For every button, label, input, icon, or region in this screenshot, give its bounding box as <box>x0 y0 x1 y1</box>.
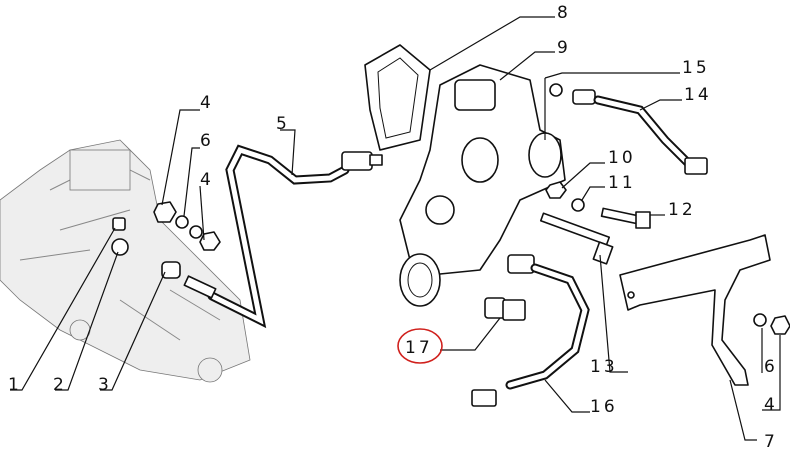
callout-14: 14 <box>684 85 712 105</box>
part-7-bracket <box>619 234 790 386</box>
part-3-fitting <box>161 261 181 279</box>
callout-17: 17 <box>405 338 433 358</box>
callout-labels: 8 9 15 14 4 5 6 4 10 11 12 13 17 16 7 6 … <box>8 3 778 449</box>
callout-4-middle: 4 <box>200 170 214 190</box>
part-13-stud <box>539 212 614 265</box>
callout-10: 10 <box>608 148 636 168</box>
parts-10-11-12 <box>545 181 651 229</box>
callout-2: 2 <box>53 375 67 395</box>
part-2-cap <box>111 238 129 256</box>
callout-15: 15 <box>682 58 710 78</box>
callout-4-right: 4 <box>764 395 778 415</box>
callout-1: 1 <box>8 375 22 395</box>
callout-8: 8 <box>557 3 571 23</box>
highlight-circle <box>397 328 443 364</box>
callout-5: 5 <box>276 114 290 134</box>
washers-nuts-left <box>153 201 221 251</box>
callout-6-left: 6 <box>200 131 214 151</box>
callout-4-upper: 4 <box>200 93 214 113</box>
part-17-sensor <box>484 297 526 321</box>
callout-12: 12 <box>668 200 696 220</box>
callout-11: 11 <box>608 173 636 193</box>
callout-13: 13 <box>590 357 618 377</box>
part-9-thermostat-housing <box>399 64 566 307</box>
part-5-hose <box>183 144 383 329</box>
part-14-sensor-lead <box>549 83 708 175</box>
callout-3: 3 <box>98 375 112 395</box>
leader-lines <box>10 16 781 441</box>
callout-6-right: 6 <box>764 357 778 377</box>
callout-7: 7 <box>764 432 778 449</box>
part-1-bolt <box>112 217 126 231</box>
callout-16: 16 <box>590 397 618 417</box>
callout-9: 9 <box>557 38 571 58</box>
part-16-sensor-lead <box>471 254 590 407</box>
part-8-gasket <box>364 44 431 151</box>
